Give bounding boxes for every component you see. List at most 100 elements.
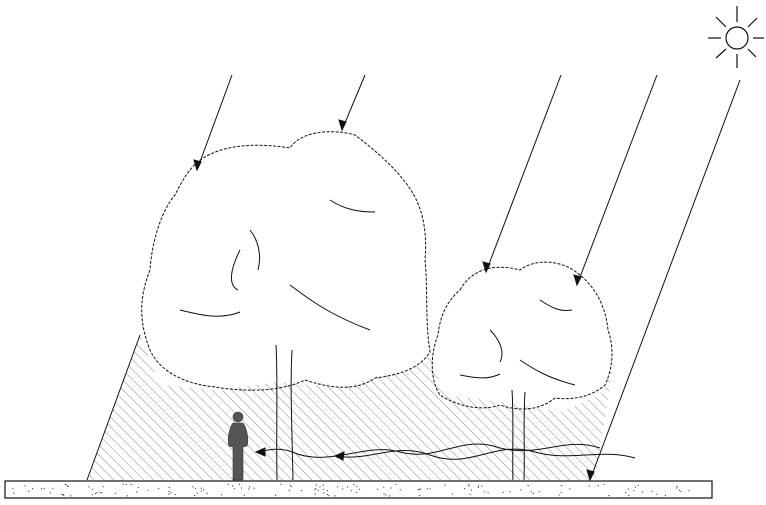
ground-speckle — [471, 489, 472, 490]
ground-speckle — [625, 492, 626, 493]
ground-speckle — [244, 495, 245, 496]
ground-speckle — [400, 489, 401, 490]
ground-speckle — [533, 493, 534, 494]
ground-speckle — [97, 492, 98, 493]
ground-speckle — [559, 494, 560, 495]
ground-speckle — [377, 489, 378, 490]
ground-speckle — [417, 489, 418, 490]
ground-speckle — [359, 489, 360, 490]
ground-speckle — [656, 494, 657, 495]
ground-speckle — [323, 489, 324, 490]
ground-speckle — [383, 493, 384, 494]
ground-speckle — [688, 490, 689, 491]
ground-speckle — [383, 487, 384, 488]
ground-speckle — [228, 484, 229, 485]
ground-speckle — [301, 490, 302, 491]
ground-speckle — [158, 488, 159, 489]
ground-speckle — [203, 489, 204, 490]
ground-speckle — [539, 491, 540, 492]
ground-speckle — [628, 495, 629, 496]
ground-speckle — [192, 486, 193, 487]
ground — [5, 481, 712, 498]
ground-speckle — [569, 488, 570, 489]
ground-speckle — [598, 485, 599, 486]
ground-speckle — [291, 486, 292, 487]
ground-speckle — [168, 491, 169, 492]
ground-speckle — [148, 490, 149, 491]
ground-speckle — [248, 488, 249, 489]
ground-speckle — [603, 484, 604, 485]
ground-speckle — [561, 485, 562, 486]
ground-speckle — [136, 491, 137, 492]
ground-speckle — [249, 486, 250, 487]
ground-speckle — [44, 488, 45, 489]
ground-speckle — [25, 485, 26, 486]
small-tree-canopy — [432, 262, 612, 409]
ground-speckle — [419, 495, 420, 496]
ground-speckle — [470, 494, 471, 495]
ground-speckle — [138, 487, 139, 488]
ground-speckle — [319, 486, 320, 487]
ground-speckle — [464, 488, 465, 489]
ground-speckle — [275, 495, 276, 496]
ground-speckle — [356, 486, 357, 487]
ground-speckle — [318, 490, 319, 491]
ground-speckle — [652, 491, 653, 492]
ground-speckle — [92, 494, 93, 495]
ground-speckle — [103, 486, 104, 487]
ground-speckle — [28, 491, 29, 492]
ground-speckle — [323, 492, 324, 493]
ground-speckle — [327, 490, 328, 491]
ground-speckle — [68, 486, 69, 487]
ground-speckle — [478, 487, 479, 488]
ground-speckle — [635, 487, 636, 488]
ground-speckle — [337, 486, 338, 487]
ground-speckle — [88, 486, 89, 487]
ground-speckle — [194, 495, 195, 496]
ground-speckle — [681, 491, 682, 492]
ground-speckle — [201, 488, 202, 489]
ground-speckle — [115, 493, 116, 494]
ground-speckle — [234, 488, 235, 489]
ground-speckle — [356, 492, 357, 493]
ground-speckle — [427, 488, 428, 489]
ground-speckle — [351, 490, 352, 491]
ground-speckle — [676, 486, 677, 487]
ground-speckle — [478, 485, 479, 486]
ground-speckle — [389, 495, 390, 496]
ground-speckle — [239, 484, 240, 485]
ground-speckle — [642, 492, 643, 493]
ground-speckle — [676, 487, 677, 488]
ground-speckle — [452, 493, 453, 494]
ground-speckle — [334, 495, 335, 496]
ground-speckle — [221, 494, 222, 495]
ground-speckle — [207, 493, 208, 494]
ground-speckle — [419, 489, 420, 490]
ground-speckle — [254, 488, 255, 489]
ground-speckle — [444, 484, 445, 485]
ground-speckle — [289, 490, 290, 491]
ground-speckle — [488, 492, 489, 493]
ground-speckle — [61, 494, 62, 495]
ground-speckle — [13, 493, 14, 494]
ground-speckle — [328, 495, 329, 496]
ground-speckle — [589, 486, 590, 487]
ground-speckle — [468, 484, 469, 485]
ground-speckle — [201, 490, 202, 491]
ground-speckle — [168, 493, 169, 494]
ground-speckle — [50, 492, 51, 493]
ground-speckle — [63, 495, 64, 496]
ground-speckle — [95, 493, 96, 494]
ground-speckle — [502, 492, 503, 493]
ground-speckle — [316, 484, 317, 485]
ground-speckle — [314, 489, 315, 490]
ground-speckle — [232, 485, 233, 486]
ground-speckle — [101, 492, 102, 493]
ground-speckle — [327, 494, 328, 495]
large-tree-canopy — [142, 132, 430, 390]
ground-speckle — [195, 488, 196, 489]
ground-speckle — [420, 488, 421, 489]
ground-speckle — [390, 487, 391, 488]
ground-speckle — [347, 486, 348, 487]
